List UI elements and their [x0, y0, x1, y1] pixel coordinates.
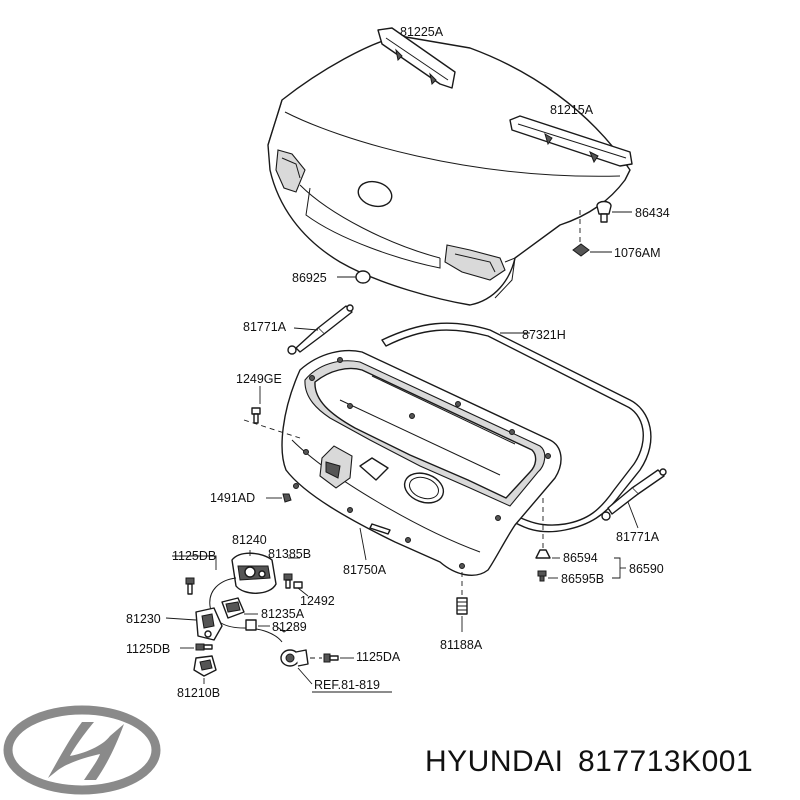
label-86434: 86434: [635, 206, 670, 220]
label-81235A: 81235A: [261, 607, 305, 621]
part-81230-latch: [195, 607, 223, 641]
part-81225A-strip: [377, 27, 456, 89]
label-81385B: 81385B: [268, 547, 311, 561]
label-1249GE: 1249GE: [236, 372, 282, 386]
part-81235A-switch: [221, 597, 245, 619]
part-81240-actuator: [231, 552, 277, 594]
label-81289: 81289: [272, 620, 307, 634]
part-86594-bumper: [535, 549, 551, 559]
label-86925: 86925: [292, 271, 327, 285]
part-81188A-spring: [456, 597, 468, 615]
part-12492-bolt: [293, 581, 303, 589]
part-1491AD-clip: [282, 493, 292, 503]
part-81750A-inner-trim-panel: [281, 349, 562, 576]
part-81289-connector: [245, 619, 257, 631]
part-86925-emblem: [355, 270, 371, 284]
label-81188A: 81188A: [440, 638, 483, 652]
hyundai-logo-icon: [3, 705, 161, 795]
label-87321H: 87321H: [522, 328, 566, 342]
part-81385B-screw: [283, 573, 293, 589]
part-86595B-screw: [537, 570, 547, 582]
part-81215A-strip: [509, 115, 633, 167]
label-1076AM: 1076AM: [614, 246, 661, 260]
part-key-cylinder: [280, 649, 309, 667]
caption-brand: HYUNDAI: [425, 745, 564, 778]
label-1125DB-bottom: 1125DB: [126, 642, 170, 656]
part-81771A-right-strut: [601, 468, 667, 521]
part-1125DB-top-bolt: [185, 577, 195, 595]
label-81771A-left: 81771A: [243, 320, 287, 334]
part-1125DB-bottom-bolt: [195, 643, 213, 651]
part-1125DA-bolt: [323, 653, 339, 663]
label-81210B: 81210B: [177, 686, 220, 700]
label-86590: 86590: [629, 562, 664, 576]
label-1125DA: 1125DA: [356, 650, 401, 664]
label-REF: REF.81-819: [314, 678, 380, 692]
label-81230: 81230: [126, 612, 161, 626]
label-1125DB-top: 1125DB: [172, 549, 216, 563]
part-81210B-striker: [193, 655, 217, 677]
label-86594: 86594: [563, 551, 598, 565]
trunk-lid-outer-panel: [267, 35, 631, 306]
label-86595B: 86595B: [561, 572, 604, 586]
caption-part-number: 817713K001: [578, 745, 753, 778]
label-12492: 12492: [300, 594, 335, 608]
label-81771A-right: 81771A: [616, 530, 660, 544]
label-81215A: 81215A: [550, 103, 594, 117]
part-86434-clip: [596, 200, 612, 223]
part-1076AM-grommet: [572, 243, 590, 257]
label-81225A: 81225A: [400, 25, 444, 39]
part-81771A-left-strut: [287, 304, 354, 355]
label-81240: 81240: [232, 533, 267, 547]
part-1249GE-bolt: [251, 407, 261, 424]
label-81750A: 81750A: [343, 563, 387, 577]
label-1491AD: 1491AD: [210, 491, 255, 505]
